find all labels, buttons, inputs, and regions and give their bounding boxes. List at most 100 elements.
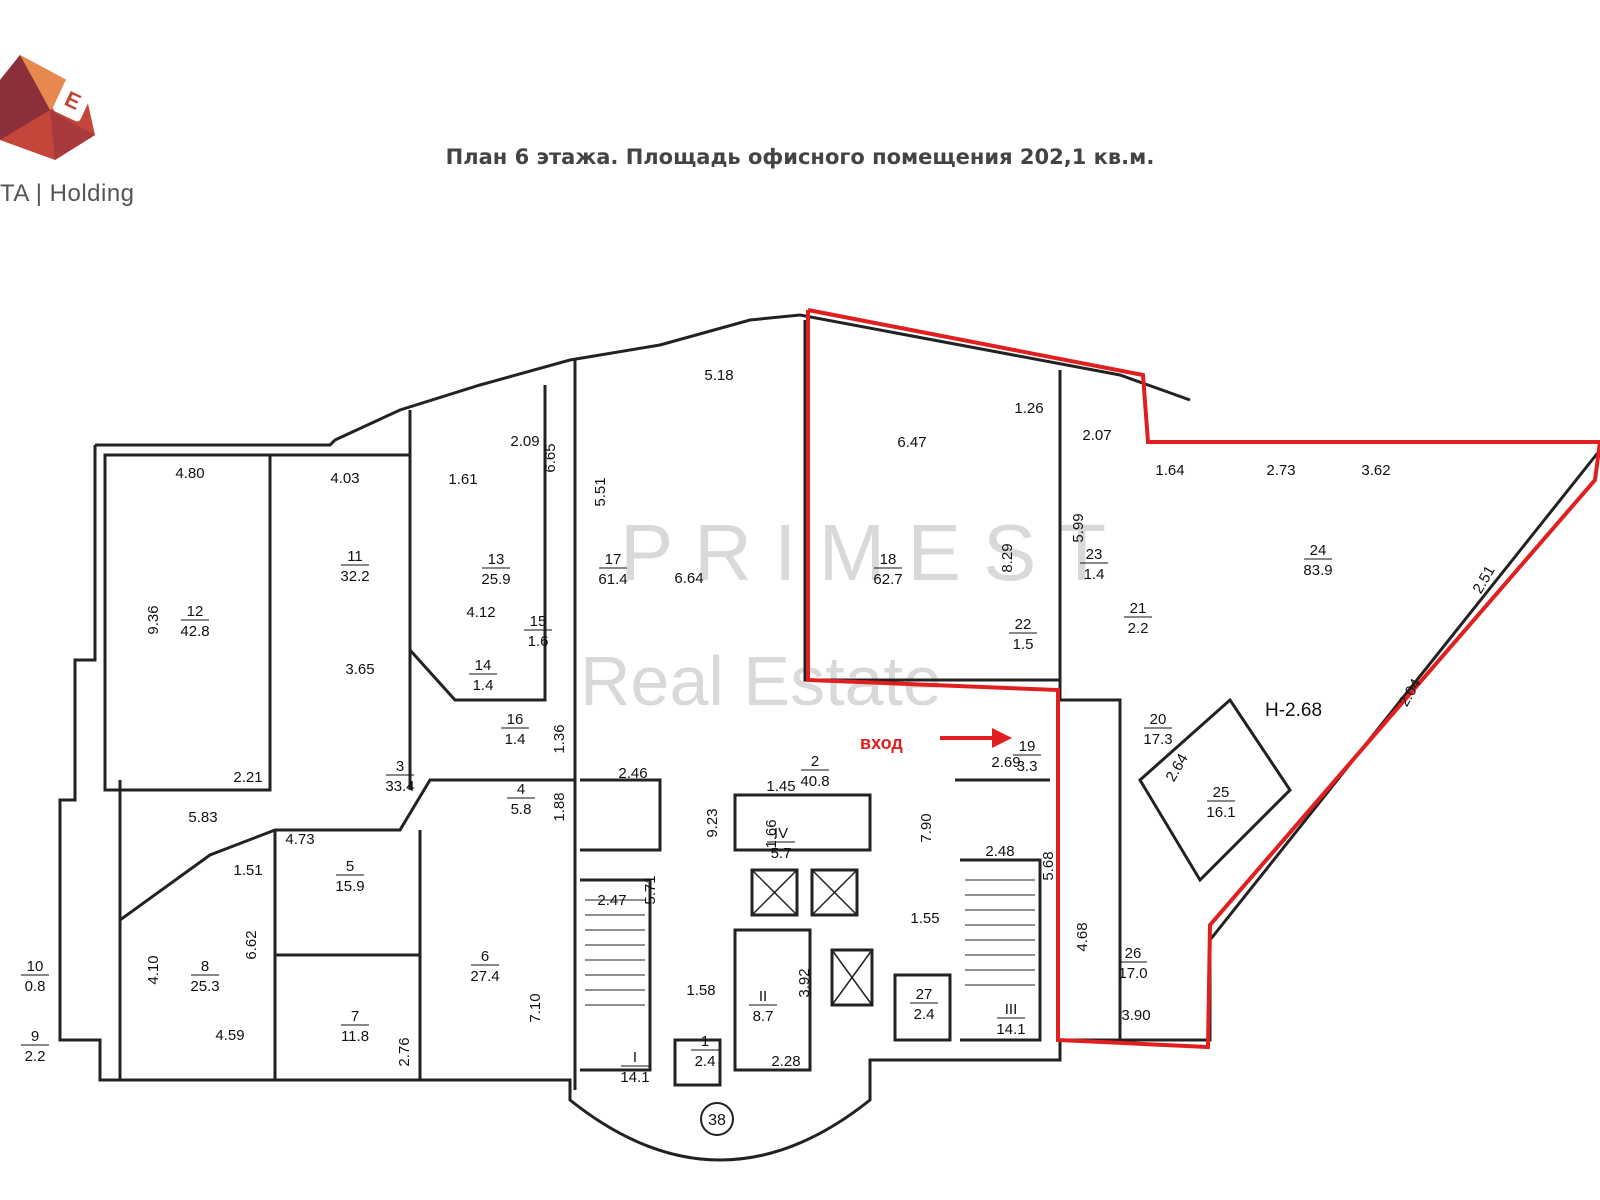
dimension-label: 3.65 xyxy=(345,661,374,678)
dimension-label: 8.29 xyxy=(999,543,1016,572)
room-number: 22 xyxy=(1015,616,1032,633)
room-number: 10 xyxy=(27,958,44,975)
elevator-crosses xyxy=(751,869,873,1006)
company-logo: E xyxy=(0,55,95,160)
room-27-walls xyxy=(893,973,952,1042)
dimension-label: 2.47 xyxy=(597,892,626,909)
room-number: 13 xyxy=(488,551,505,568)
room-area: 11.8 xyxy=(341,1028,369,1045)
room-area: 17.3 xyxy=(1143,731,1172,748)
lift-lobby-IV-walls xyxy=(733,793,872,852)
stair-III-walls xyxy=(960,858,1042,1042)
axis-marker-label: 38 xyxy=(708,1112,726,1129)
dimension-label: 2.51 xyxy=(1469,563,1498,597)
room-number: 1 xyxy=(701,1033,709,1050)
stair-I-walls xyxy=(580,878,652,1072)
stairs xyxy=(585,879,1035,1006)
room-number: 2 xyxy=(811,753,819,770)
room-area: 1.4 xyxy=(505,731,526,748)
room-area: 61.4 xyxy=(598,571,627,588)
dimension-label: 4.12 xyxy=(466,604,495,621)
dimension-label: 1.58 xyxy=(686,982,715,999)
dimension-label: 9.36 xyxy=(145,605,162,634)
room-area: 15.9 xyxy=(335,878,364,895)
dimension-label: 2.48 xyxy=(985,843,1014,860)
room-area: 14.1 xyxy=(620,1069,649,1086)
dimension-label: 6.64 xyxy=(674,570,703,587)
room-area: 83.9 xyxy=(1303,562,1332,579)
elevator-2 xyxy=(810,868,859,917)
room-number: 15 xyxy=(530,613,547,630)
room-area: 2.4 xyxy=(695,1053,716,1070)
plan-title: План 6 этажа. Площадь офисного помещения… xyxy=(445,145,1155,169)
room-number: 27 xyxy=(916,986,933,1003)
room-number: 9 xyxy=(31,1028,39,1045)
room-number: 4 xyxy=(517,781,525,798)
dimension-label: 2.21 xyxy=(233,769,262,786)
room-13-walls xyxy=(408,385,547,702)
room-number: 6 xyxy=(481,948,489,965)
dimension-label: 1.45 xyxy=(766,778,795,795)
dimension-label: 5.99 xyxy=(1070,513,1087,542)
room-area: 1.4 xyxy=(473,677,494,694)
dimension-label: 3.92 xyxy=(796,968,813,997)
room-area: 62.7 xyxy=(873,571,902,588)
dimension-label: 2.09 xyxy=(510,433,539,450)
shaft-walls xyxy=(580,778,662,852)
room-12-walls xyxy=(103,453,272,792)
office-highlight-outline xyxy=(806,308,1600,1050)
walls xyxy=(58,313,1600,1162)
dimension-label: 3.62 xyxy=(1361,462,1390,479)
room-area: 25.3 xyxy=(190,978,219,995)
dimension-label: 1.88 xyxy=(551,792,568,821)
room-area: 1.4 xyxy=(1084,566,1105,583)
dimension-label: 1.66 xyxy=(763,819,780,848)
entrance-marker: вход xyxy=(860,728,1012,753)
room-area: 14.1 xyxy=(996,1021,1025,1038)
room-area: 33.4 xyxy=(385,778,414,795)
room-number: 19 xyxy=(1019,738,1036,755)
dimension-label: 9.23 xyxy=(704,808,721,837)
dimension-label: 4.68 xyxy=(1074,922,1091,951)
room-number: 7 xyxy=(351,1008,359,1025)
axis-marker-circle xyxy=(700,1102,734,1136)
dimension-label: 7.90 xyxy=(918,813,935,842)
dimension-label: 2.69 xyxy=(991,754,1020,771)
room-area: 17.0 xyxy=(1118,965,1147,982)
dimension-label: 2.46 xyxy=(618,765,647,782)
room-area: 42.8 xyxy=(180,623,209,640)
outer-wall-south xyxy=(58,445,1600,1162)
dimension-label: 7.10 xyxy=(527,993,544,1022)
room-area: 2.4 xyxy=(914,1006,935,1023)
dimension-label: 6.47 xyxy=(897,434,926,451)
room-area: 1.5 xyxy=(1013,636,1034,653)
entrance-arrow-icon xyxy=(992,728,1012,748)
dimension-label: 3.90 xyxy=(1121,1007,1150,1024)
room-area: 8.7 xyxy=(753,1008,774,1025)
dimension-label: 5.71 xyxy=(642,875,659,904)
room-number: 14 xyxy=(475,657,492,674)
entrance-label: вход xyxy=(860,733,903,753)
ceiling-height-label: Н-2.68 xyxy=(1265,700,1322,721)
room-24-west-wall xyxy=(1058,370,1122,1040)
dimension-label: 1.36 xyxy=(551,724,568,753)
room-number: 18 xyxy=(880,551,897,568)
room-number: 8 xyxy=(201,958,209,975)
room-number: 23 xyxy=(1086,546,1103,563)
dimension-label: 1.51 xyxy=(233,862,262,879)
room-area: 3.3 xyxy=(1017,758,1038,775)
room-area: 5.8 xyxy=(511,801,532,818)
dimension-label: 1.61 xyxy=(448,471,477,488)
room-1-walls xyxy=(673,1038,722,1087)
room-area: 16.1 xyxy=(1206,804,1235,821)
room-area: 5.7 xyxy=(771,845,792,862)
dimension-label: 5.68 xyxy=(1040,851,1057,880)
room-number: 5 xyxy=(346,858,354,875)
brand-name: TA | Holding xyxy=(0,180,135,207)
dimension-label: 2.73 xyxy=(1266,462,1295,479)
room-number: III xyxy=(1005,1001,1018,1018)
watermark-line1: P R I M E S T xyxy=(620,508,1106,597)
room-area: 1.6 xyxy=(528,633,549,650)
